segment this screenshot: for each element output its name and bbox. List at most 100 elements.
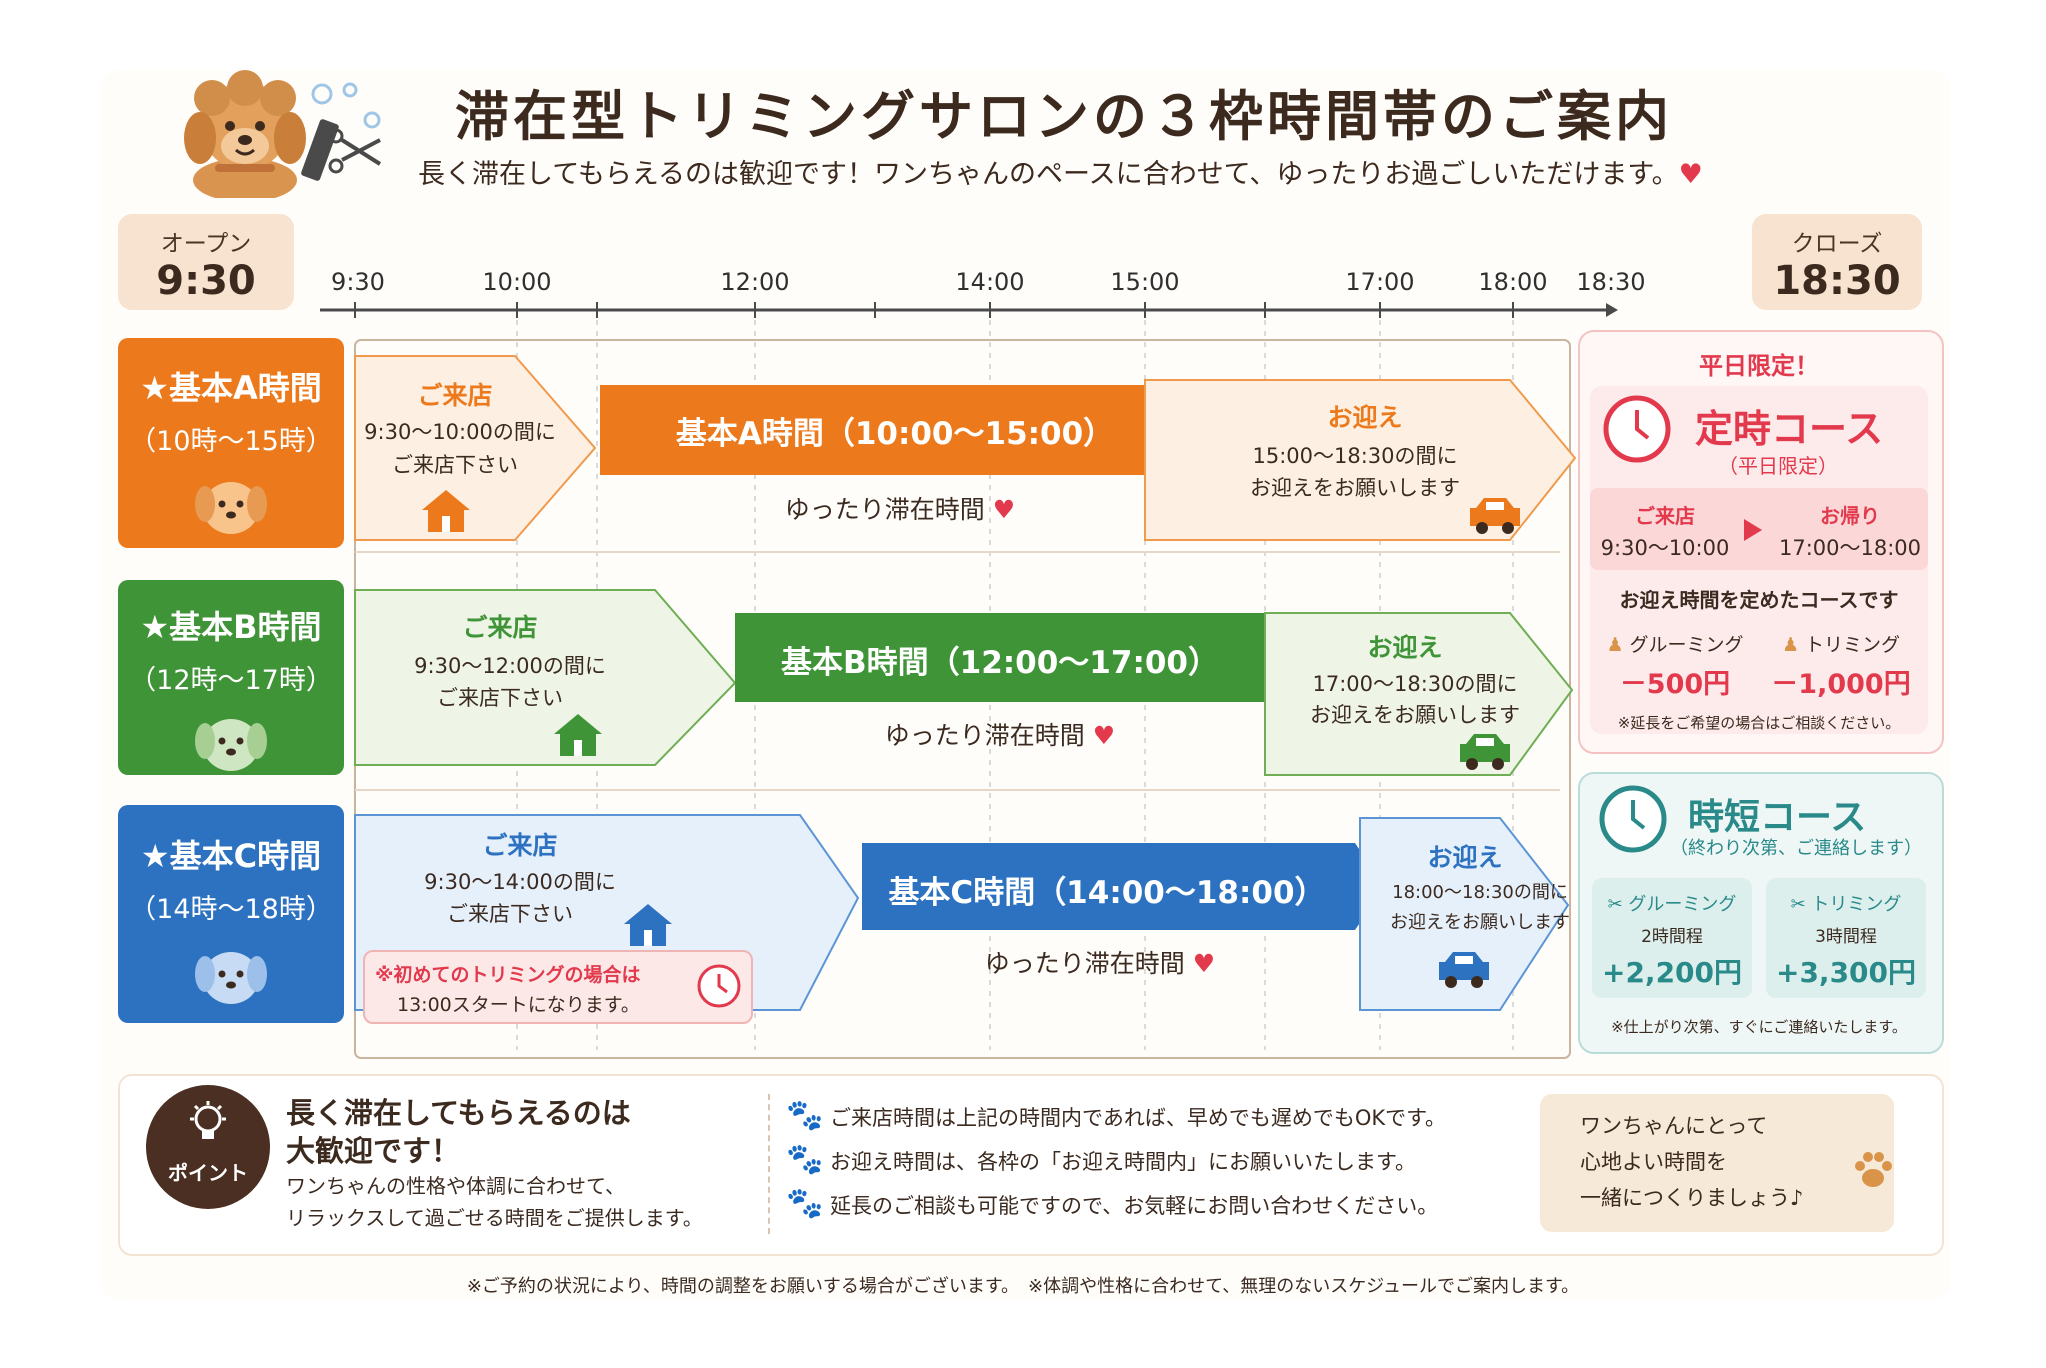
row-c-arrive-line1: 9:30～14:00の間に — [424, 870, 616, 894]
divider — [768, 1094, 770, 1234]
short-trimming-card: ✂ トリミング 3時間程 +3,300円 — [1766, 878, 1926, 998]
lightbulb-icon — [186, 1099, 230, 1153]
scissors-icon: ✂ — [1790, 894, 1806, 915]
row-b-arrive-title: ご来店 — [462, 613, 538, 642]
house-icon — [420, 488, 472, 538]
row-label-a: ★基本A時間 （10時～15時） — [118, 338, 344, 548]
fixed-course-desc: お迎え時間を定めたコースです — [1619, 588, 1899, 612]
dog-icon — [191, 470, 271, 540]
row-c-pickup-line1: 18:00～18:30の間に — [1392, 882, 1568, 903]
row-a-pickup-line1: 15:00～18:30の間に — [1252, 444, 1458, 468]
fixed-return-label: お帰り — [1820, 504, 1880, 528]
clock-icon — [1600, 392, 1674, 470]
note-item: 🐾 延長のご相談も可能ですので、お気軽にお問い合わせください。 — [786, 1186, 1439, 1221]
page-title: 滞在型トリミングサロンの３枠時間帯のご案内 — [455, 85, 1673, 148]
fixed-course-sub: （平日限定） — [1718, 454, 1838, 478]
heart-icon: ♥ — [1092, 721, 1116, 750]
open-time: 9:30 — [156, 258, 256, 304]
fixed-trimming-label: ♟ トリミング — [1781, 634, 1901, 656]
message-line2: 心地よい時間を — [1580, 1150, 1727, 1174]
point-body-line1: ワンちゃんの性格や体調に合わせて、 — [286, 1174, 625, 1198]
paw-icon: 🐾 — [786, 1098, 824, 1133]
row-a-main-caption: ゆったり滞在時間 ♥ — [784, 495, 1016, 524]
tick-label: 18:00 — [1478, 268, 1548, 296]
row-b-main-caption: ゆったり滞在時間 ♥ — [884, 721, 1116, 750]
row-b-pickup-title: お迎え — [1367, 633, 1443, 662]
point-title-line1: 長く滞在してもらえるのは — [286, 1096, 631, 1130]
fixed-grooming-label: ♟ グルーミング — [1606, 634, 1744, 656]
clock-icon — [1596, 782, 1670, 860]
clock-icon — [695, 962, 743, 1014]
page-subtitle: 長く滞在してもらえるのは歓迎です！ワンちゃんのペースに合わせて、ゆったりお過ごし… — [418, 159, 1703, 190]
footer-note: ※ご予約の状況により、時間の調整をお願いする場合がございます。 ※体調や性格に合… — [466, 1276, 1580, 1297]
tick-label: 14:00 — [955, 268, 1025, 296]
heart-icon: ♥ — [992, 495, 1016, 524]
message-box — [1540, 1094, 1894, 1232]
house-icon — [552, 712, 604, 762]
tick-label: 12:00 — [720, 268, 790, 296]
message-line3: 一緒につくりましょう♪ — [1580, 1186, 1804, 1210]
person-icon: ♟ — [1606, 634, 1624, 656]
tick-label: 10:00 — [482, 268, 552, 296]
comb-scissors-icon — [292, 80, 402, 190]
row-a-arrive-title: ご来店 — [417, 381, 493, 410]
fixed-grooming-price: －500円 — [1619, 669, 1731, 700]
person-icon: ♟ — [1781, 634, 1799, 656]
row-c-pickup-title: お迎え — [1427, 843, 1503, 872]
fixed-course-note: ※延長をご希望の場合はご相談ください。 — [1617, 714, 1901, 732]
note-item: 🐾 お迎え時間は、各枠の「お迎え時間内」にお願いいたします。 — [786, 1142, 1416, 1177]
heart-icon: ♥ — [1192, 949, 1216, 978]
tick-label: 15:00 — [1110, 268, 1180, 296]
close-time-badge: クローズ 18:30 — [1752, 214, 1922, 310]
dryer-icon: ✂ — [1607, 894, 1623, 915]
paw-icon: 🐾 — [786, 1142, 824, 1177]
point-body-line2: リラックスして過ごせる時間をご提供します。 — [286, 1206, 703, 1230]
tick-label: 17:00 — [1345, 268, 1415, 296]
house-icon — [622, 902, 674, 952]
short-course-title: 時短コース — [1688, 797, 1867, 838]
car-icon — [1435, 948, 1493, 994]
tick-label: 9:30 — [331, 268, 385, 296]
row-b-pickup-line2: お迎えをお願いします — [1310, 703, 1520, 727]
row-a-main-title: 基本A時間（10:00～15:00） — [675, 416, 1115, 452]
car-icon — [1466, 494, 1524, 540]
dog-icon — [191, 707, 271, 777]
row-label-b: ★基本B時間 （12時～17時） — [118, 580, 344, 775]
open-label: オープン — [160, 231, 252, 257]
dog-icon — [191, 940, 271, 1010]
heart-icon: ♥ — [1678, 159, 1703, 190]
row-b-arrive-line2: ご来店下さい — [437, 686, 563, 710]
dog-mascot-icon — [170, 68, 320, 202]
fixed-trimming-price: －1,000円 — [1771, 669, 1911, 700]
tick-label: 18:30 — [1576, 268, 1646, 296]
row-b-arrive-line1: 9:30～12:00の間に — [414, 654, 606, 678]
message-line1: ワンちゃんにとって — [1580, 1114, 1768, 1138]
note-item: 🐾 ご来店時間は上記の時間内であれば、早めでも遅めでもOKです。 — [786, 1098, 1447, 1133]
arrow-right-icon — [1742, 517, 1764, 547]
row-c-main-title: 基本C時間（14:00～18:00） — [888, 875, 1326, 911]
fixed-return-time: 17:00～18:00 — [1778, 536, 1922, 560]
short-course-note: ※仕上がり次第、すぐにご連絡いたします。 — [1611, 1018, 1907, 1036]
fixed-course-title: 定時コース — [1695, 407, 1884, 451]
short-course-sub: （終わり次第、ご連絡します） — [1670, 838, 1922, 859]
row-label-c: ★基本C時間 （14時～18時） — [118, 805, 344, 1023]
open-time-badge: オープン 9:30 — [118, 214, 294, 310]
row-a-pickup-line2: お迎えをお願いします — [1250, 476, 1460, 500]
close-label: クローズ — [1791, 231, 1883, 257]
short-grooming-card: ✂ グルーミング 2時間程 +2,200円 — [1592, 878, 1752, 998]
row-a-arrive-line1: 9:30～10:00の間に — [364, 420, 556, 444]
point-badge: ポイント — [146, 1085, 270, 1209]
weekday-limited-badge: 平日限定！ — [1699, 352, 1819, 380]
fixed-arrive-label: ご来店 — [1635, 504, 1695, 528]
car-icon — [1456, 730, 1514, 776]
row-b-pickup-line1: 17:00～18:30の間に — [1312, 672, 1518, 696]
row-c-main-caption: ゆったり滞在時間 ♥ — [984, 949, 1216, 978]
row-b-main-title: 基本B時間（12:00～17:00） — [781, 645, 1219, 681]
first-trim-note: ※初めてのトリミングの場合は 13:00スタートになります。 — [363, 950, 753, 1024]
row-c-arrive-title: ご来店 — [482, 831, 558, 860]
close-time: 18:30 — [1773, 258, 1901, 304]
row-a-pickup-title: お迎え — [1327, 403, 1403, 432]
row-c-pickup-line2: お迎えをお願いします — [1390, 912, 1570, 933]
paw-icon — [1850, 1148, 1896, 1198]
fixed-arrive-time: 9:30～10:00 — [1600, 536, 1730, 560]
